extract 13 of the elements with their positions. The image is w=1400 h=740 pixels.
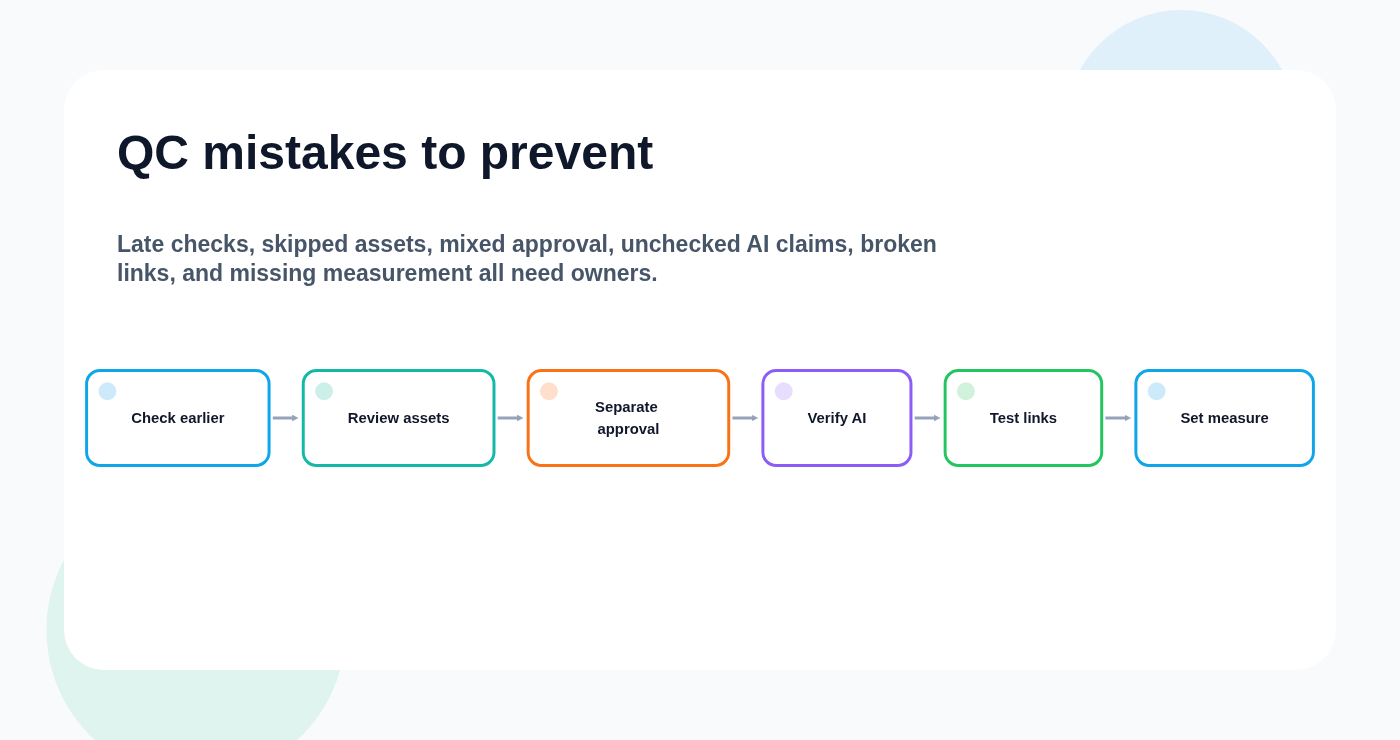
node-label: Check earlier [131,408,225,429]
arrow [1105,414,1131,422]
node-label: Verify AI [807,408,867,429]
arrow [272,414,299,422]
description-text: Late checks, skipped assets, mixed approval, unchecked AI claims, broken links, and missing measurement all need owners. [117,230,938,288]
arrow [732,414,758,422]
node-label: Separate approval [594,397,661,440]
node-label: Set measure [1180,408,1269,429]
diagram-title: QC mistakes to prevent [117,125,654,181]
arrow [497,414,524,422]
arrow [914,414,941,422]
node-label: Review assets [347,408,450,429]
node-label: Test links [989,408,1058,429]
